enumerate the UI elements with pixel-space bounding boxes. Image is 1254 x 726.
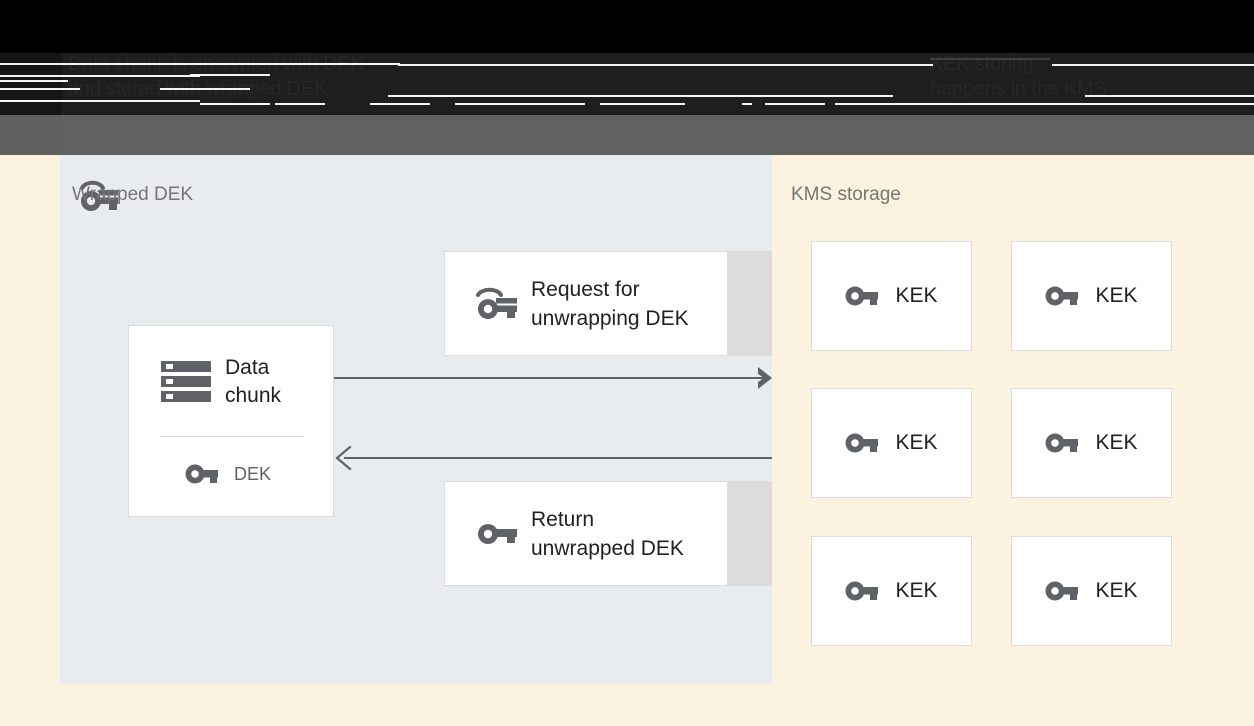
header-gray-band-left: [0, 115, 62, 155]
key-icon: [845, 286, 879, 306]
scanline-artifact: [930, 58, 1050, 60]
key-icon: [1045, 581, 1079, 601]
key-icon: [185, 464, 218, 484]
scanline-artifact: [0, 63, 400, 65]
scanline-artifact: [0, 80, 68, 82]
kek-label: KEK: [895, 284, 938, 307]
return-unwrapped-card[interactable]: Return unwrapped DEK: [444, 481, 728, 586]
storage-icon: [161, 361, 211, 402]
key-icon: [845, 433, 879, 453]
key-icon: [845, 581, 879, 601]
request-arrow-head-icon: [758, 367, 772, 389]
scanline-artifact: [0, 100, 200, 102]
return-arrow-line: [344, 457, 772, 459]
request-arrow-line: [334, 377, 764, 379]
kek-label: KEK: [1095, 579, 1138, 602]
header-black-band: [0, 0, 1254, 53]
return-unwrapped-label: Return unwrapped DEK: [531, 507, 684, 560]
data-chunk-dek-label: DEK: [234, 463, 272, 484]
scanline-artifact: [0, 88, 80, 90]
kek-label: KEK: [895, 431, 938, 454]
scanline-artifact: [1052, 64, 1254, 66]
data-chunk-divider: [160, 436, 304, 437]
header-gray-band: [0, 115, 1254, 155]
kek-box[interactable]: KEK: [811, 536, 972, 646]
return-card-shadow: [728, 481, 772, 586]
data-chunk-header: Data chunk: [129, 326, 333, 410]
scanline-artifact: [275, 103, 325, 105]
request-unwrap-label: Request for unwrapping DEK: [531, 277, 689, 330]
kek-box[interactable]: KEK: [811, 241, 972, 351]
scanline-artifact: [160, 88, 250, 90]
scanline-artifact: [765, 103, 825, 105]
scanline-artifact: [1085, 95, 1254, 97]
kek-label: KEK: [895, 579, 938, 602]
scanline-artifact: [0, 75, 200, 77]
request-card-shadow: [728, 251, 772, 356]
data-chunk-title: Data chunk: [225, 356, 282, 407]
kek-label: KEK: [1095, 284, 1138, 307]
scanline-artifact: [398, 64, 933, 66]
kek-box[interactable]: KEK: [1011, 388, 1172, 498]
kek-box[interactable]: KEK: [811, 388, 972, 498]
wrapped-dek-panel-title: Wrapped DEK: [72, 184, 194, 205]
kek-box[interactable]: KEK: [1011, 241, 1172, 351]
scanline-artifact: [388, 95, 893, 97]
data-chunk-dek-row: DEK: [185, 461, 271, 487]
header-caption-left: Data chunk is encrypted with DEK and sto…: [68, 53, 364, 100]
request-unwrap-card[interactable]: Request for unwrapping DEK: [444, 251, 728, 356]
scanline-artifact: [455, 103, 585, 105]
scanline-artifact: [200, 103, 270, 105]
wrapped-key-icon: [476, 287, 517, 319]
scanline-artifact: [600, 103, 685, 105]
scanline-artifact: [370, 103, 430, 105]
key-icon: [1045, 433, 1079, 453]
scanline-artifact: [190, 74, 270, 76]
key-icon: [1045, 286, 1079, 306]
scanline-artifact: [835, 103, 1254, 105]
data-chunk-card[interactable]: Data chunk DEK: [128, 325, 334, 517]
scanline-artifact: [742, 103, 752, 105]
kms-storage-panel-title: KMS storage: [791, 184, 901, 205]
kek-box[interactable]: KEK: [1011, 536, 1172, 646]
kek-label: KEK: [1095, 431, 1138, 454]
wrapped-key-icon: [80, 180, 118, 211]
key-icon: [478, 523, 517, 544]
return-arrow-head-icon: [335, 446, 352, 470]
